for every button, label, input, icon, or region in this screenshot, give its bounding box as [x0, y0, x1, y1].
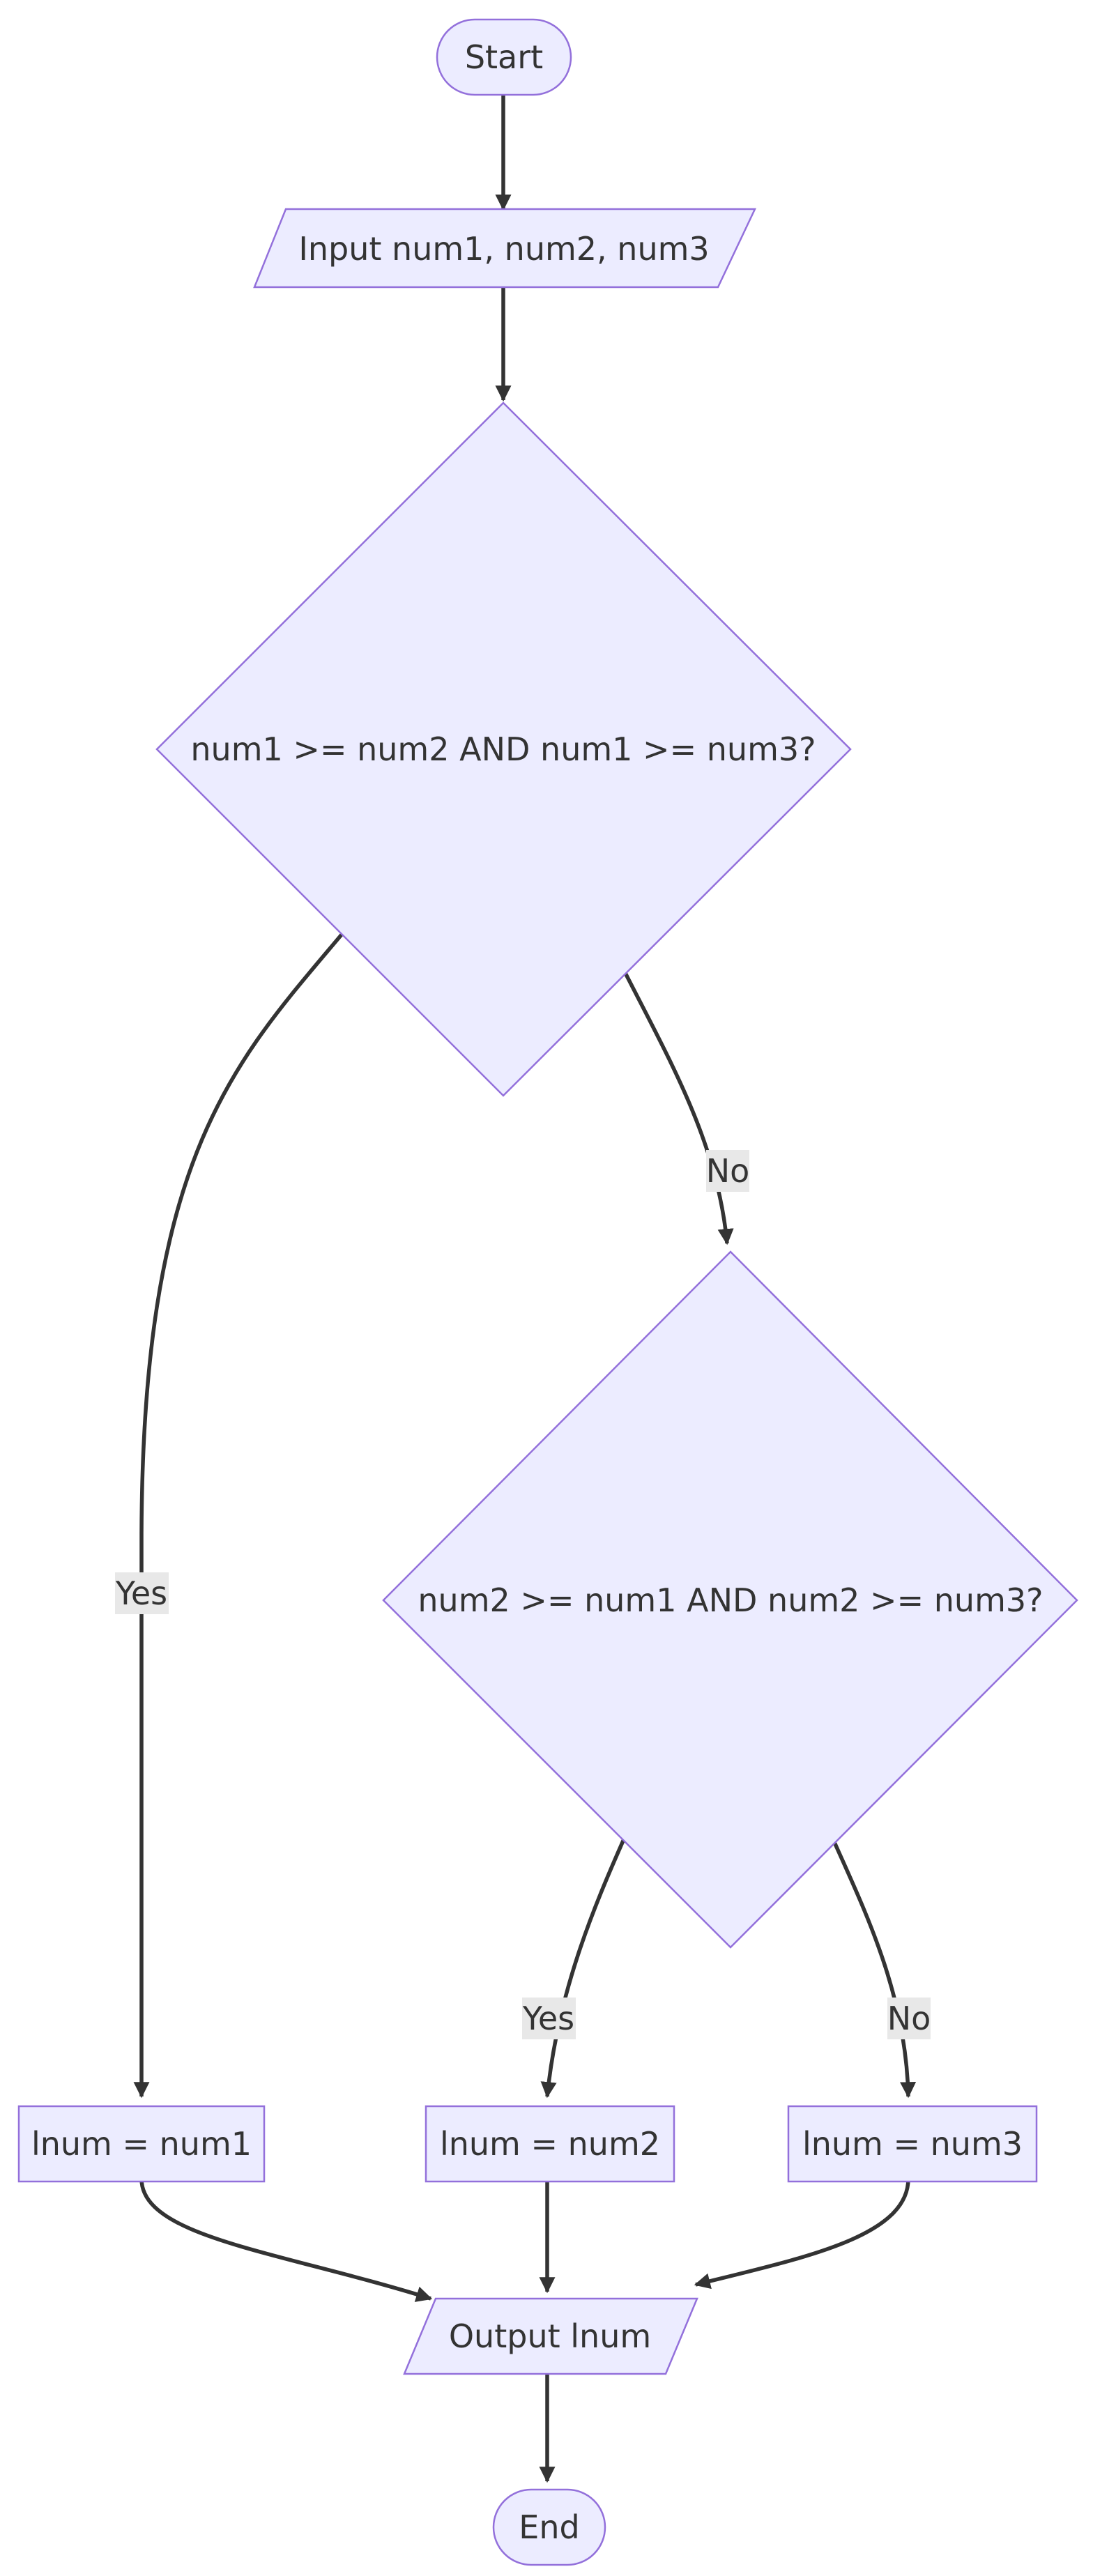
assign3-node: lnum = num3	[787, 2105, 1038, 2183]
edge-label-d2-yes: Yes	[522, 1998, 576, 2039]
output-node-label: Output lnum	[449, 2317, 651, 2355]
edge-label-text: No	[706, 1152, 750, 1190]
assign2-node-label: lnum = num2	[440, 2125, 660, 2163]
start-node-label: Start	[465, 38, 543, 76]
output-node: Output lnum	[403, 2297, 698, 2375]
edge-decision1-no	[622, 969, 734, 1245]
edge-decision2-no	[829, 1833, 917, 2099]
edge-label-d1-no: No	[706, 1150, 750, 1192]
end-node-label: End	[519, 2508, 579, 2546]
assign1-node-label: lnum = num1	[31, 2125, 252, 2163]
input-node-label: Input num1, num2, num3	[298, 230, 709, 268]
edge-label-d2-no: No	[887, 1998, 931, 2039]
edge-label-text: No	[887, 2000, 931, 2037]
edge-label-text: Yes	[522, 2000, 574, 2037]
assign1-node: lnum = num1	[17, 2105, 266, 2183]
edge-assign1-to-output	[139, 2170, 433, 2302]
edge-label-d1-yes: Yes	[115, 1572, 169, 1614]
edge-label-text: Yes	[115, 1574, 167, 1612]
assign3-node-label: lnum = num3	[802, 2125, 1023, 2163]
edge-decision2-yes	[540, 1833, 628, 2099]
start-node: Start	[436, 18, 572, 96]
decision2-node-label: num2 >= num1 AND num2 >= num3?	[418, 1581, 1043, 1619]
edge-decision1-yes	[133, 929, 347, 2099]
decision1-node-label: num1 >= num2 AND num1 >= num3?	[190, 730, 816, 768]
input-node: Input num1, num2, num3	[253, 208, 756, 289]
end-node: End	[492, 2488, 606, 2566]
edge-assign3-to-output	[694, 2170, 910, 2290]
edges	[133, 95, 917, 2483]
decision2-node: num2 >= num1 AND num2 >= num3?	[382, 1250, 1078, 1949]
assign2-node: lnum = num2	[425, 2105, 675, 2183]
decision1-node: num1 >= num2 AND num1 >= num3?	[155, 401, 852, 1097]
